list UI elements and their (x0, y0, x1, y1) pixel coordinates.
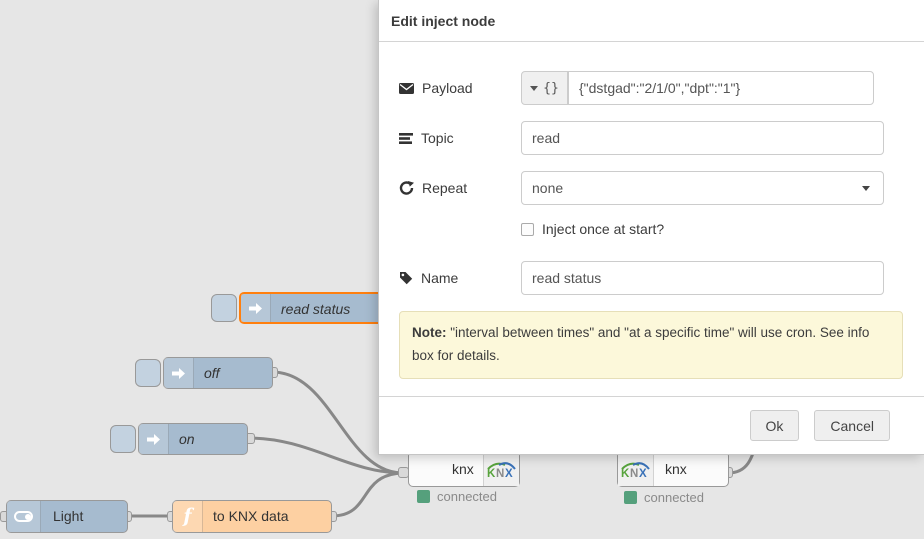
toggle-switch-icon (7, 501, 41, 532)
tasks-icon (399, 132, 413, 144)
inject-button-read-status[interactable] (211, 294, 237, 322)
tag-icon (400, 272, 413, 285)
envelope-icon (399, 82, 414, 94)
status-knx-left: connected (417, 489, 497, 504)
function-icon: f (173, 501, 203, 532)
inject-once-row: Inject once at start? (521, 221, 903, 237)
dialog-body: Payload {} Topic (379, 43, 924, 396)
inject-button-on[interactable] (110, 425, 136, 453)
node-knx-left[interactable]: K N X knx (408, 451, 520, 487)
node-on[interactable]: on (138, 423, 248, 455)
payload-type-button[interactable]: {} (521, 71, 568, 105)
node-light[interactable]: Light (6, 500, 128, 533)
status-dot (624, 491, 637, 504)
repeat-row: Repeat none (399, 171, 903, 205)
status-text: connected (644, 490, 704, 505)
topic-input[interactable] (521, 121, 884, 155)
node-to-knx-data[interactable]: f to KNX data (172, 500, 332, 533)
wire-function-to-knx[interactable] (330, 471, 405, 518)
status-knx-right: connected (624, 490, 704, 505)
status-dot (417, 490, 430, 503)
svg-text:K N X: K N X (621, 468, 647, 480)
chevron-down-icon (862, 186, 870, 191)
node-label: Light (53, 508, 84, 524)
name-input[interactable] (521, 261, 884, 295)
inject-once-label: Inject once at start? (542, 221, 665, 237)
wire-off-to-knx[interactable] (270, 370, 405, 475)
node-label: off (204, 365, 220, 381)
dialog-title: Edit inject node (379, 0, 924, 42)
knx-logo-icon: K N X (618, 452, 654, 486)
inject-arrow-icon (164, 358, 194, 388)
json-type-symbol: {} (543, 80, 559, 96)
topic-row: Topic (399, 121, 903, 155)
node-label: to KNX data (213, 508, 289, 524)
inject-button-off[interactable] (135, 359, 161, 387)
payload-row: Payload {} (399, 71, 903, 105)
edit-inject-node-dialog: Edit inject node Payload {} (378, 0, 924, 455)
node-label: knx (452, 461, 474, 477)
ok-button[interactable]: Ok (749, 410, 800, 441)
knx-logo-icon: K N X (483, 452, 519, 486)
node-label: on (179, 431, 195, 447)
status-text: connected (437, 489, 497, 504)
node-label: knx (665, 461, 687, 477)
cancel-button[interactable]: Cancel (814, 410, 890, 441)
dialog-footer: Ok Cancel (379, 396, 924, 454)
name-label: Name (399, 270, 521, 286)
cron-note: Note: "interval between times" and "at a… (399, 311, 903, 379)
svg-text:K N X: K N X (487, 468, 513, 480)
repeat-icon (399, 181, 414, 195)
inject-once-checkbox[interactable] (521, 222, 534, 236)
payload-input[interactable] (568, 71, 874, 105)
wire-on-to-knx[interactable] (247, 436, 405, 475)
node-knx-right[interactable]: K N X knx (617, 451, 729, 487)
topic-label: Topic (399, 130, 521, 146)
node-label: read status (281, 301, 351, 317)
payload-label: Payload (399, 80, 521, 96)
inject-arrow-icon (139, 424, 169, 454)
inject-arrow-icon (241, 294, 271, 322)
name-row: Name (399, 261, 903, 295)
repeat-label: Repeat (399, 180, 521, 196)
node-read-status[interactable]: read status (239, 292, 391, 324)
repeat-select[interactable]: none (521, 171, 884, 205)
chevron-down-icon (530, 85, 539, 91)
node-off[interactable]: off (163, 357, 273, 389)
